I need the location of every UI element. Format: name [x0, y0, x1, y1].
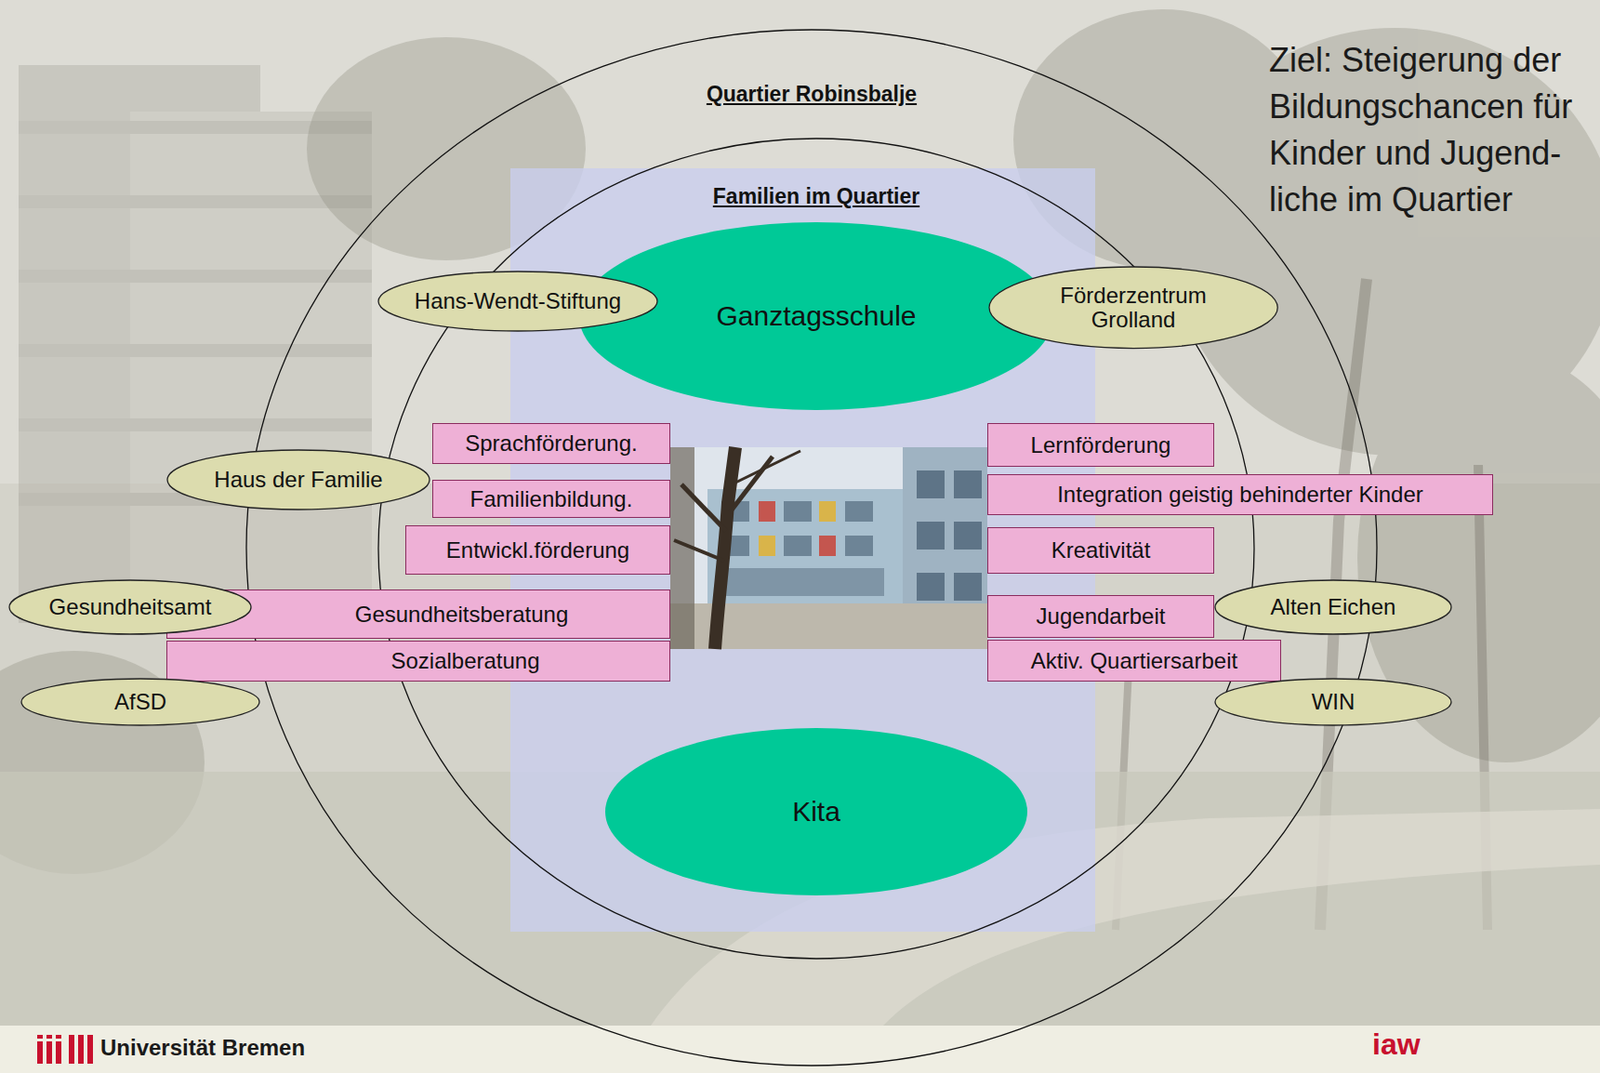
service-label: Familienbildung. [470, 486, 634, 513]
service-label: Sozialberatung [390, 647, 540, 675]
ellipse-shape [989, 266, 1278, 349]
service-box: Integration geistig behinderter Kinder [987, 474, 1494, 516]
partner-ellipse: Alten Eichen [1214, 579, 1453, 635]
service-box: Kreativität [987, 527, 1215, 574]
service-box: Jugendarbeit [987, 595, 1215, 638]
region-circle: GanztagsschuleSprachförderung. Lernförder… [245, 28, 1378, 1067]
partner-ellipse: AfSD [20, 677, 261, 727]
service-label: Entwickl.förderung [446, 537, 630, 564]
ellipse-shape [246, 29, 1377, 1066]
service-box: Entwickl.förderung [405, 525, 671, 575]
institute-logo: iaw [1372, 1026, 1421, 1062]
service-label: Lernförderung [1031, 432, 1172, 459]
partner-label: WIN [1311, 689, 1356, 715]
institution-ellipse: Ganztagsschule [578, 221, 1055, 411]
university-logo-text: Universität Bremen [100, 1033, 305, 1062]
service-label: Integration geistig behinderter Kinder [1057, 481, 1424, 508]
school-photo [670, 447, 988, 649]
service-box: Sozialberatung [166, 640, 671, 682]
ellipse-shape [21, 678, 260, 726]
partner-ellipse: Gesundheitsamt [8, 579, 252, 635]
ellipse-shape [605, 727, 1028, 896]
goal-note: Ziel: Steigerung der Bildungschancen für… [1269, 37, 1586, 224]
partner-label: Hans-Wendt-Stiftung [414, 289, 622, 314]
service-box: Aktiv. Quartiersarbeit [987, 639, 1282, 682]
ellipse-shape [378, 271, 658, 331]
service-label: Sprachförderung. [464, 430, 637, 457]
partner-label: Förderzentrum Grolland [1044, 283, 1222, 333]
ellipse-shape [378, 138, 1255, 959]
university-logo-mark [37, 1034, 93, 1064]
partner-ellipse: Haus der Familie [166, 449, 431, 511]
ellipse-shape [1215, 678, 1452, 726]
region-heading: Quartier Robinsbalje [706, 81, 917, 106]
partner-label: AfSD [114, 689, 167, 715]
service-label: Gesundheitsberatung [355, 601, 569, 628]
institution-label: Ganztagsschule [715, 300, 916, 333]
service-label: Kreativität [1051, 537, 1151, 564]
service-label: Aktiv. Quartiersarbeit [1031, 647, 1238, 675]
institution-label: Kita [792, 795, 841, 829]
partner-ellipse: Hans-Wendt-Stiftung [377, 270, 659, 332]
ellipse-shape [167, 449, 430, 510]
service-box: Familienbildung. [432, 479, 671, 518]
region-heading: Familien im Quartier [713, 184, 920, 209]
ellipse-shape [1215, 580, 1452, 635]
partner-label: Gesundheitsamt [49, 595, 212, 620]
region-circle: GanztagsschuleSprachförderung. Lernförder… [377, 137, 1256, 960]
institution-ellipse: Kita [604, 727, 1029, 897]
partner-label: Alten Eichen [1270, 595, 1397, 620]
service-label: Jugendarbeit [1036, 603, 1166, 630]
partner-ellipse: WIN [1214, 677, 1453, 727]
service-box: Lernförderung [987, 423, 1215, 467]
ellipse-shape [9, 580, 252, 635]
service-box: Sprachförderung. [432, 423, 671, 464]
partner-ellipse: Förderzentrum Grolland [988, 265, 1279, 350]
partner-label: Haus der Familie [213, 467, 383, 492]
ellipse-shape [579, 222, 1054, 410]
